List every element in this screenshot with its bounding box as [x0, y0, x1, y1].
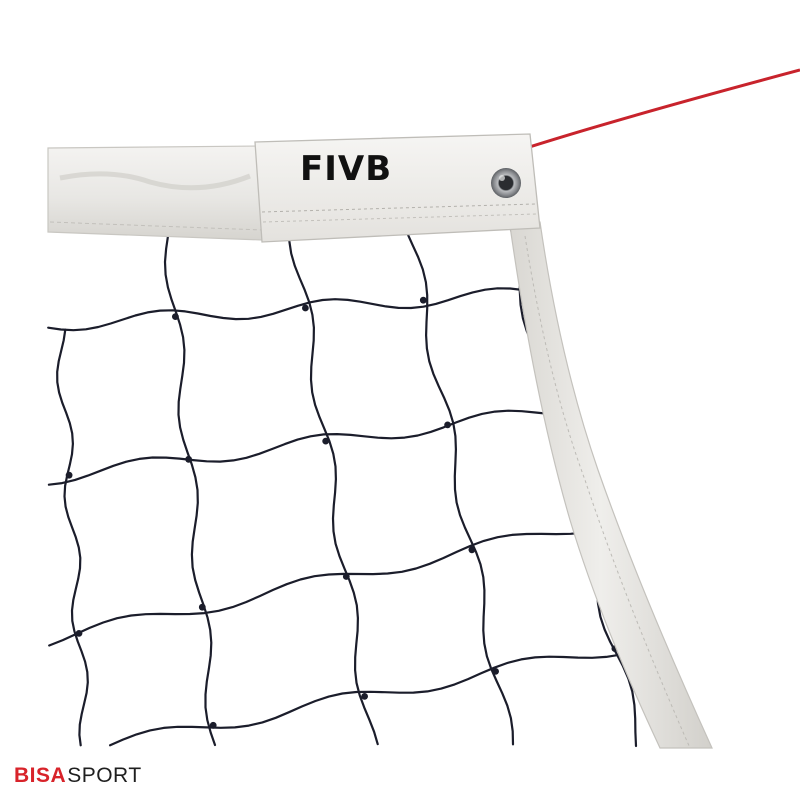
net-cord-horizontal [48, 524, 615, 647]
net-knot [468, 546, 476, 554]
net-knot [342, 573, 350, 580]
net-knot [209, 721, 217, 729]
net-mesh-icon [47, 223, 662, 748]
net-knot [419, 296, 427, 304]
net-cord-horizontal [109, 639, 662, 747]
net-knot [361, 693, 368, 700]
net-knots [65, 290, 619, 729]
net-knot [492, 668, 499, 675]
brand-name-bisa: BISA [14, 764, 67, 787]
net-knot [322, 437, 330, 445]
net-knot [185, 455, 193, 463]
side-tape-seam [524, 235, 691, 749]
net-knot [198, 603, 206, 611]
net-cord-vertical [163, 234, 217, 747]
net-cord-horizontal [47, 287, 550, 332]
net-knot [65, 471, 73, 479]
net-cord-vertical [405, 231, 515, 746]
net-cord-horizontal [47, 409, 577, 486]
net-knot [444, 421, 451, 429]
top-tape-fold [59, 171, 251, 191]
net-knot [302, 304, 309, 312]
net-cord-vertical [56, 328, 89, 747]
fivb-logo-icon: FIVB [300, 149, 392, 189]
brand-logo: BISA SPORT [14, 761, 142, 791]
net-knot [75, 630, 83, 637]
top-tape-seam [49, 221, 263, 231]
brand-name-sport: SPORT [67, 764, 142, 787]
side-tape [509, 221, 713, 749]
net-knot [172, 313, 179, 320]
label-tag [254, 133, 541, 243]
grommet-icon [491, 168, 521, 198]
net-cord-vertical [288, 239, 379, 746]
tension-cable [519, 68, 800, 152]
